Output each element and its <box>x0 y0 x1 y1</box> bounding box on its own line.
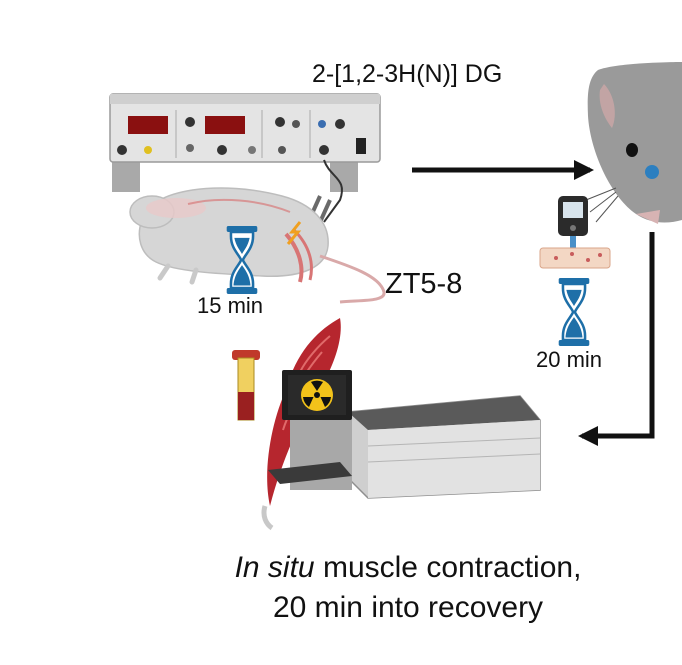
caption-line-1: In situ muscle contraction, <box>168 548 648 588</box>
figure-caption: In situ muscle contraction, 20 min into … <box>168 548 648 628</box>
sample-tube-icon <box>232 350 260 421</box>
zeitgeber-time-label: ZT5-8 <box>385 268 463 300</box>
glucometer-icon <box>539 196 611 269</box>
tracer-label: 2-[1,2-3H(N)] DG <box>312 60 503 88</box>
arrow-to-counter <box>578 232 655 446</box>
caption-rest: muscle contraction, <box>314 551 582 584</box>
caption-line-2: 20 min into recovery <box>272 591 544 624</box>
caption-italic: In situ <box>234 551 315 584</box>
hourglass-icon <box>557 278 591 346</box>
mouse-head-icon <box>585 62 682 224</box>
radiation-symbol-icon <box>301 379 333 411</box>
wait-15-min-label: 15 min <box>197 293 264 318</box>
anesthetized-mouse-icon <box>129 187 386 304</box>
wait-20-min-label: 20 min <box>536 347 603 372</box>
electrical-stimulator-icon <box>109 93 381 192</box>
